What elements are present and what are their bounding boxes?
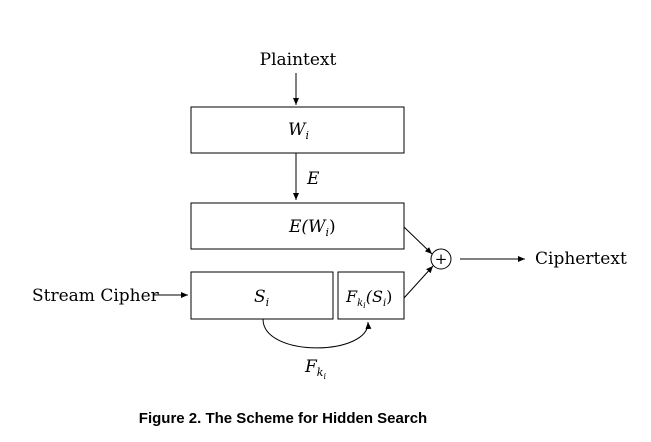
ewi-box	[190, 202, 405, 250]
fki-f: F	[345, 287, 358, 306]
ciphertext-label: Ciphertext	[535, 249, 627, 269]
wi-label: Wi	[288, 120, 309, 142]
si-subscript: i	[266, 296, 270, 309]
si-label: Si	[254, 287, 269, 309]
ewi-label: E(Wi)	[288, 217, 336, 239]
xor-icon	[430, 248, 452, 270]
ewi-open: E(W	[288, 217, 327, 237]
fki-bottom-sub-k: k	[317, 366, 324, 379]
xor-symbol: +	[435, 250, 448, 268]
ewi-subscript: i	[326, 226, 330, 239]
fki-bottom-sub-i: i	[323, 372, 326, 381]
fki-si-box	[337, 271, 405, 320]
fki-sub-k: k	[357, 298, 363, 309]
figure-caption: Figure 2. The Scheme for Hidden Search	[139, 410, 427, 427]
stream-cipher-label: Stream Cipher	[32, 286, 160, 306]
si-box	[190, 271, 334, 320]
fki-to-xor-arrow	[403, 265, 434, 299]
wi-box	[190, 106, 405, 154]
fki-paren-open: (S	[366, 287, 383, 306]
fki-bottom-label: Fki	[304, 357, 326, 381]
fki-paren-close: )	[386, 287, 392, 306]
fki-si-label: Fki(Si)	[345, 287, 392, 310]
fki-curved-arrow	[262, 318, 372, 349]
fki-paren-subscript: i	[383, 298, 386, 309]
ewi-close: )	[329, 217, 336, 237]
wi-subscript: i	[305, 129, 309, 142]
wi-main: W	[288, 120, 307, 140]
si-main: S	[254, 287, 266, 307]
fki-sub-i: i	[363, 301, 366, 310]
fki-bottom-f: F	[304, 357, 318, 377]
e-label: E	[306, 169, 320, 189]
plaintext-label: Plaintext	[260, 50, 337, 70]
ewi-to-xor-arrow	[403, 226, 433, 255]
